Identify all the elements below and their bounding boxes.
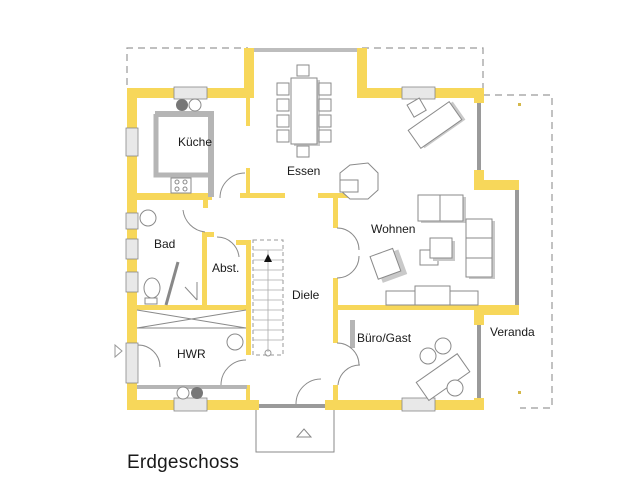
terrace-outlines [126,47,553,409]
room-label-bad: Bad [154,237,175,251]
room-label-veranda: Veranda [490,325,535,339]
room-label-abst: Abst. [212,261,239,275]
entrance [114,343,335,453]
dining-table [276,64,332,158]
room-label-wohnen: Wohnen [371,222,415,236]
kitchen-furniture [153,98,214,197]
room-label-kueche: Küche [178,135,212,149]
room-label-diele: Diele [292,288,320,302]
room-label-hwr: HWR [177,347,206,361]
doors [137,172,361,405]
staircase [252,239,284,357]
office-furniture [350,320,471,402]
room-label-buero: Büro/Gast [357,331,412,345]
utility-room-furniture [136,309,247,400]
interior-walls [137,96,483,405]
bathroom-furniture [139,209,198,306]
living-furniture [339,97,495,306]
room-label-essen: Essen [287,164,320,178]
floor-plan-title: Erdgeschoss [127,452,240,473]
